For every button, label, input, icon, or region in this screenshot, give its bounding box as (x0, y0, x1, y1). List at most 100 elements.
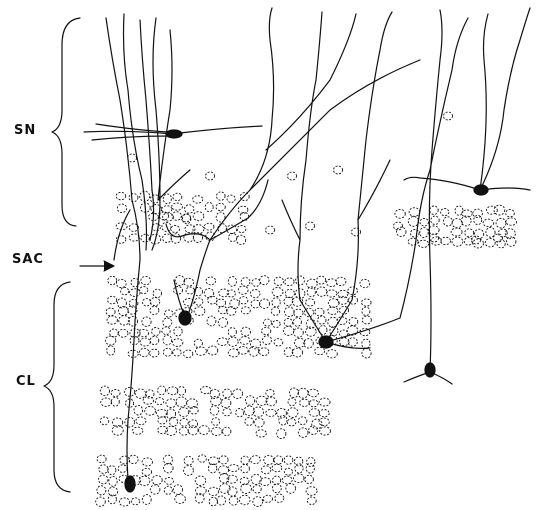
granule-cell (264, 455, 274, 464)
granule-cell (217, 192, 226, 200)
granule-cell (140, 287, 148, 294)
granule-cell (298, 417, 307, 425)
granule-cell (295, 464, 303, 473)
granule-cell (317, 287, 327, 296)
granule-cell (135, 389, 145, 398)
neuron-center-dendrites (166, 8, 420, 320)
granule-cell (315, 347, 325, 354)
granule-cell (362, 299, 372, 306)
granule-cell (496, 218, 506, 228)
granule-cell (420, 218, 428, 226)
label-sac: SAC (12, 252, 44, 267)
granule-cell (193, 212, 204, 221)
granule-cell (223, 389, 232, 398)
granule-cell (111, 390, 120, 397)
granule-cell (474, 215, 482, 224)
granule-cell (228, 328, 236, 337)
granule-cell (279, 416, 287, 426)
granule-cell (328, 307, 338, 314)
granule-cell (199, 426, 210, 435)
granule-cell (173, 485, 182, 495)
granule-cell (455, 206, 463, 215)
granule-cell (176, 397, 187, 407)
granule-cell (195, 476, 205, 485)
granule-cell (315, 308, 324, 316)
granule-cell (266, 409, 276, 416)
granule-cell (284, 348, 293, 357)
granule-cell (194, 339, 202, 347)
granule-cell (444, 112, 453, 120)
granule-cell (216, 212, 225, 222)
granule-cell (172, 203, 183, 210)
granule-cell (99, 465, 108, 474)
granule-cell (185, 225, 195, 233)
granule-cell (307, 497, 316, 505)
granule-cell (261, 466, 271, 474)
granule-cell (230, 299, 239, 309)
granule-cell (274, 456, 282, 464)
granule-cell (483, 219, 494, 227)
granule-cell (193, 196, 203, 203)
granule-cell (141, 234, 149, 242)
granule-cell (198, 455, 206, 462)
granule-cell (298, 388, 308, 398)
granule-cell (228, 277, 236, 287)
granule-cell (173, 349, 181, 356)
granule-cell (228, 487, 237, 496)
granule-cell (165, 310, 174, 317)
granule-cell (179, 427, 188, 435)
granule-cell (160, 212, 169, 220)
granule-cell (118, 306, 128, 315)
granule-cell (338, 296, 349, 304)
granule-cell (408, 217, 418, 227)
granule-cell (105, 336, 115, 345)
granule-cell (152, 224, 160, 231)
granule-cell (217, 496, 226, 505)
granule-cell (177, 387, 185, 396)
granule-cell (152, 328, 160, 336)
granule-cell (260, 276, 269, 285)
granule-cell (109, 476, 117, 486)
granule-cell (409, 208, 420, 217)
granule-cell (140, 338, 150, 346)
granule-cell (273, 484, 282, 493)
granule-cell (251, 300, 260, 308)
granule-cell (294, 338, 304, 347)
granule-cell (241, 484, 252, 494)
granule-cell (288, 398, 296, 406)
granule-cell (264, 319, 272, 326)
granule-cell (172, 339, 183, 347)
granule-cell (327, 279, 337, 287)
granule-cell (227, 307, 236, 316)
granule-cell (184, 466, 194, 476)
granule-cell (272, 288, 283, 297)
granule-cell (158, 386, 166, 395)
granule-cell (173, 193, 182, 200)
granule-cell (158, 426, 168, 433)
granule-cell (306, 487, 317, 496)
granule-cell (117, 204, 126, 213)
granule-cell (142, 458, 152, 466)
granule-cell (207, 316, 216, 326)
granule-cell (319, 418, 329, 426)
granule-cell (305, 475, 314, 483)
granule-cell (204, 288, 213, 297)
granule-cell (245, 418, 254, 426)
granule-cell (229, 496, 238, 505)
granule-cell (360, 279, 370, 287)
granule-cell (256, 396, 267, 405)
granule-cell (274, 339, 283, 346)
granule-cell (241, 278, 250, 287)
granule-cell (120, 456, 130, 464)
granule-cell (263, 495, 272, 502)
neuron-far-right-dendrites (404, 8, 530, 190)
granule-cell (319, 410, 329, 417)
granule-cell (96, 497, 106, 506)
granule-cell (218, 306, 227, 313)
granule-cell (494, 205, 505, 215)
granule-cell (272, 321, 280, 328)
granule-cell (396, 227, 406, 236)
granule-cell (285, 289, 294, 297)
granule-cell (336, 277, 346, 285)
